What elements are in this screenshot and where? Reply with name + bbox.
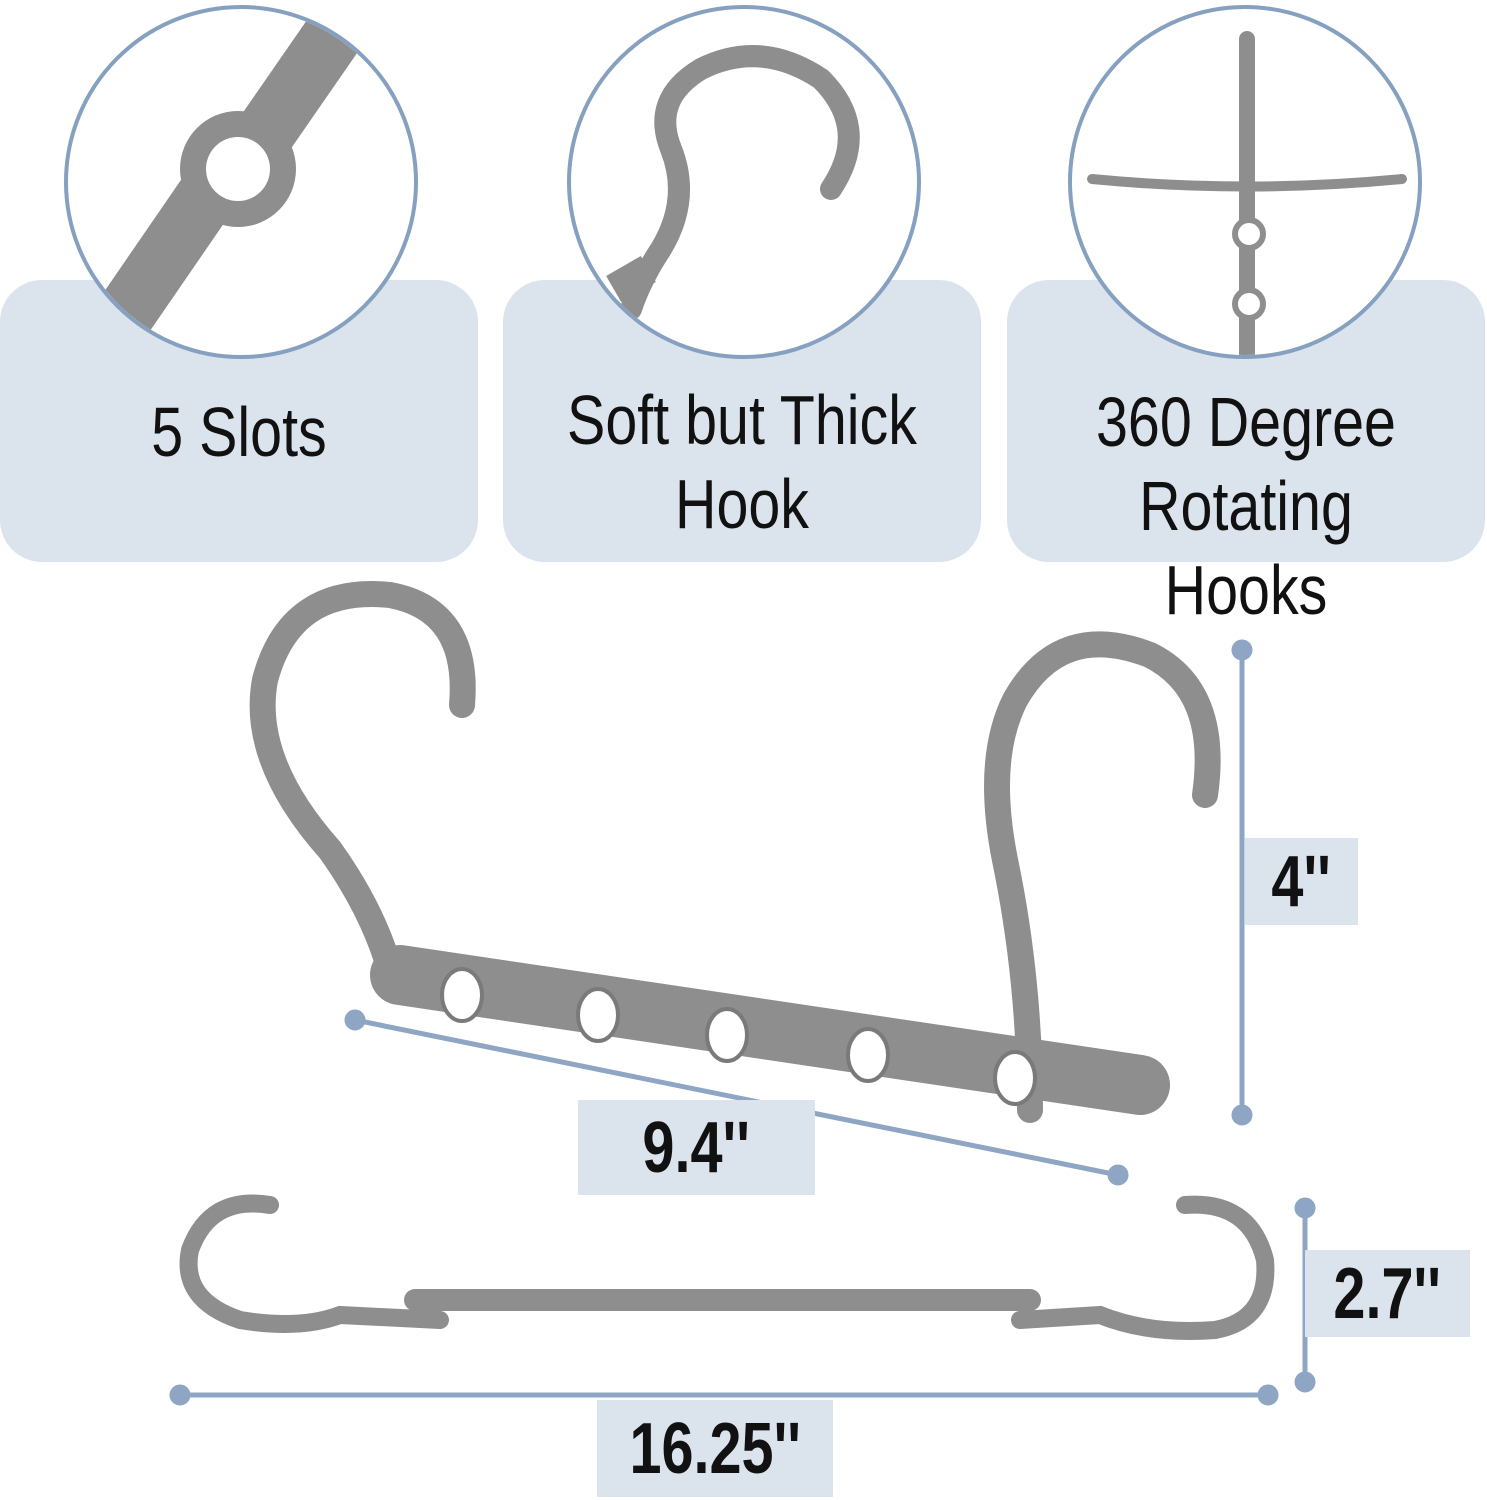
feature-label-line2: Rotating Hooks	[1139, 467, 1353, 629]
feature-label-line1: Soft but Thick	[567, 381, 917, 459]
total-length-dimension-label: 16.25''	[597, 1400, 833, 1497]
dimension-lines	[169, 639, 1316, 1406]
folded-height-value: 2.7''	[1333, 1253, 1442, 1334]
folded-height-dimension-label: 2.7''	[1305, 1250, 1470, 1337]
feature-label-line2: Hook	[674, 465, 809, 543]
height-dimension-label: 4''	[1245, 838, 1358, 925]
bar-length-value: 9.4''	[642, 1107, 751, 1188]
feature-panel-hook: Soft but Thick Hook	[503, 280, 981, 562]
rotating-hook-icon	[1068, 5, 1422, 359]
bar-length-dimension-label: 9.4''	[578, 1100, 815, 1195]
slot-closeup-icon	[64, 5, 418, 359]
feature-label: 5 Slots	[151, 393, 327, 471]
height-value: 4''	[1271, 841, 1332, 922]
total-length-value: 16.25''	[629, 1408, 801, 1489]
feature-label-line1: 360 Degree	[1096, 383, 1396, 461]
hook-closeup-icon	[567, 5, 921, 359]
